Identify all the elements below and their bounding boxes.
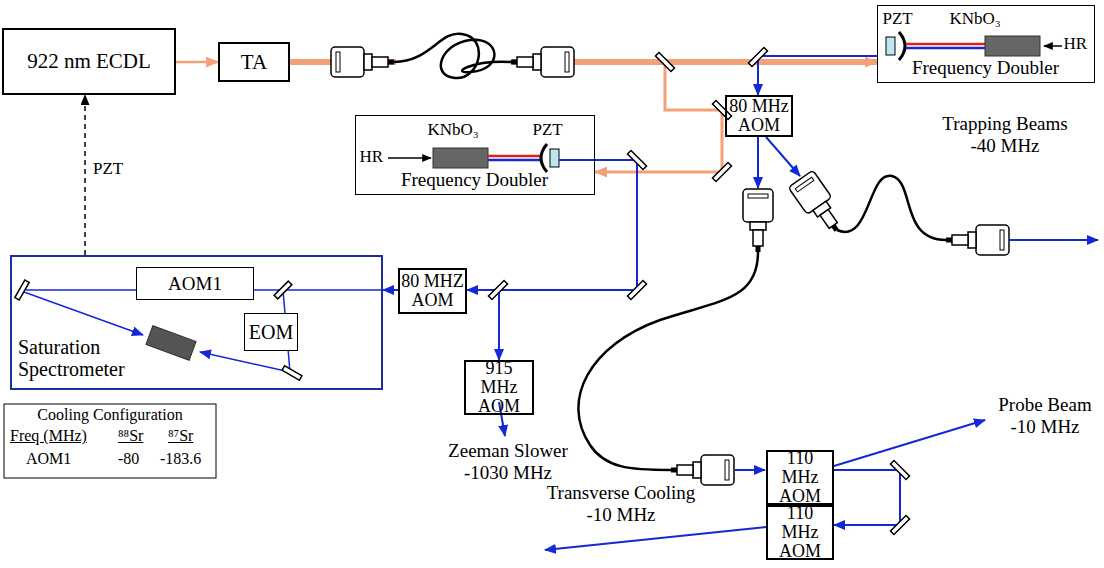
node-text: KNbO₃ bbox=[428, 121, 479, 140]
aom-box: 915 MHz AOM bbox=[464, 360, 534, 415]
laser-box: 922 nm ECDL bbox=[2, 28, 176, 95]
beam-connector bbox=[834, 470, 900, 525]
beam-label: Zeeman Slower -1030 MHz bbox=[444, 440, 572, 484]
node-text: Frequency Doubler bbox=[356, 170, 593, 191]
node-text: 915 MHz AOM bbox=[466, 359, 532, 416]
eom-box: EOM bbox=[244, 313, 298, 351]
beam-connector bbox=[176, 61, 218, 64]
node-text: HR bbox=[360, 148, 384, 167]
node-text: Frequency Doubler bbox=[878, 58, 1093, 79]
frequency-doubler: PZT KNbO₃ HR Frequency Doubler bbox=[877, 5, 1095, 83]
node-text: 922 nm ECDL bbox=[27, 50, 151, 72]
table-header: Freq (MHz) bbox=[10, 427, 87, 445]
node-text: 80 MHz AOM bbox=[727, 97, 791, 135]
node-text: 80 MHZ AOM bbox=[400, 272, 465, 310]
table-header: ⁸⁷Sr bbox=[168, 427, 193, 445]
spectrometer-box: Saturation Spectrometer AOM1EOM bbox=[10, 255, 383, 390]
beam-label: Trapping Beams -40 MHz bbox=[935, 113, 1075, 157]
node-text: AOM1 bbox=[168, 274, 222, 294]
beam-label: Transverse Cooling -10 MHz bbox=[535, 482, 707, 526]
beam-connector bbox=[84, 95, 86, 255]
node-text: 110 MHz AOM bbox=[768, 504, 832, 561]
node-text: TA bbox=[241, 51, 267, 73]
table-title: Cooling Configuration bbox=[4, 406, 216, 424]
edge-label: PZT bbox=[93, 160, 123, 179]
table-cell: AOM1 bbox=[26, 450, 71, 468]
table-cell: -80 bbox=[118, 450, 139, 468]
node-text: PZT bbox=[533, 121, 563, 140]
aom-box: 80 MHZ AOM bbox=[398, 268, 467, 314]
beam-connector bbox=[499, 160, 637, 360]
aom-box: AOM1 bbox=[136, 267, 254, 300]
table-cell: -183.6 bbox=[160, 450, 201, 468]
amplifier-box: TA bbox=[218, 42, 290, 82]
node-text: EOM bbox=[249, 322, 293, 343]
frequency-doubler: KNbO₃ PZT HR Frequency Doubler bbox=[355, 115, 595, 195]
node-text: HR bbox=[1064, 35, 1088, 54]
node-text: Saturation Spectrometer bbox=[18, 336, 150, 380]
beam-label: Probe Beam -10 MHz bbox=[990, 394, 1100, 438]
node-text: KNbO₃ bbox=[950, 10, 1001, 29]
aom-box: 110 MHz AOM bbox=[766, 505, 834, 560]
beam-connector bbox=[383, 289, 398, 291]
aom-box: 110 MHz AOM bbox=[766, 450, 834, 505]
beam-connector bbox=[758, 56, 877, 95]
table-header: ⁸⁸Sr bbox=[118, 427, 143, 445]
node-text: PZT bbox=[883, 10, 913, 29]
node-text: 110 MHz AOM bbox=[768, 449, 832, 506]
aom-box: 80 MHz AOM bbox=[725, 95, 793, 137]
